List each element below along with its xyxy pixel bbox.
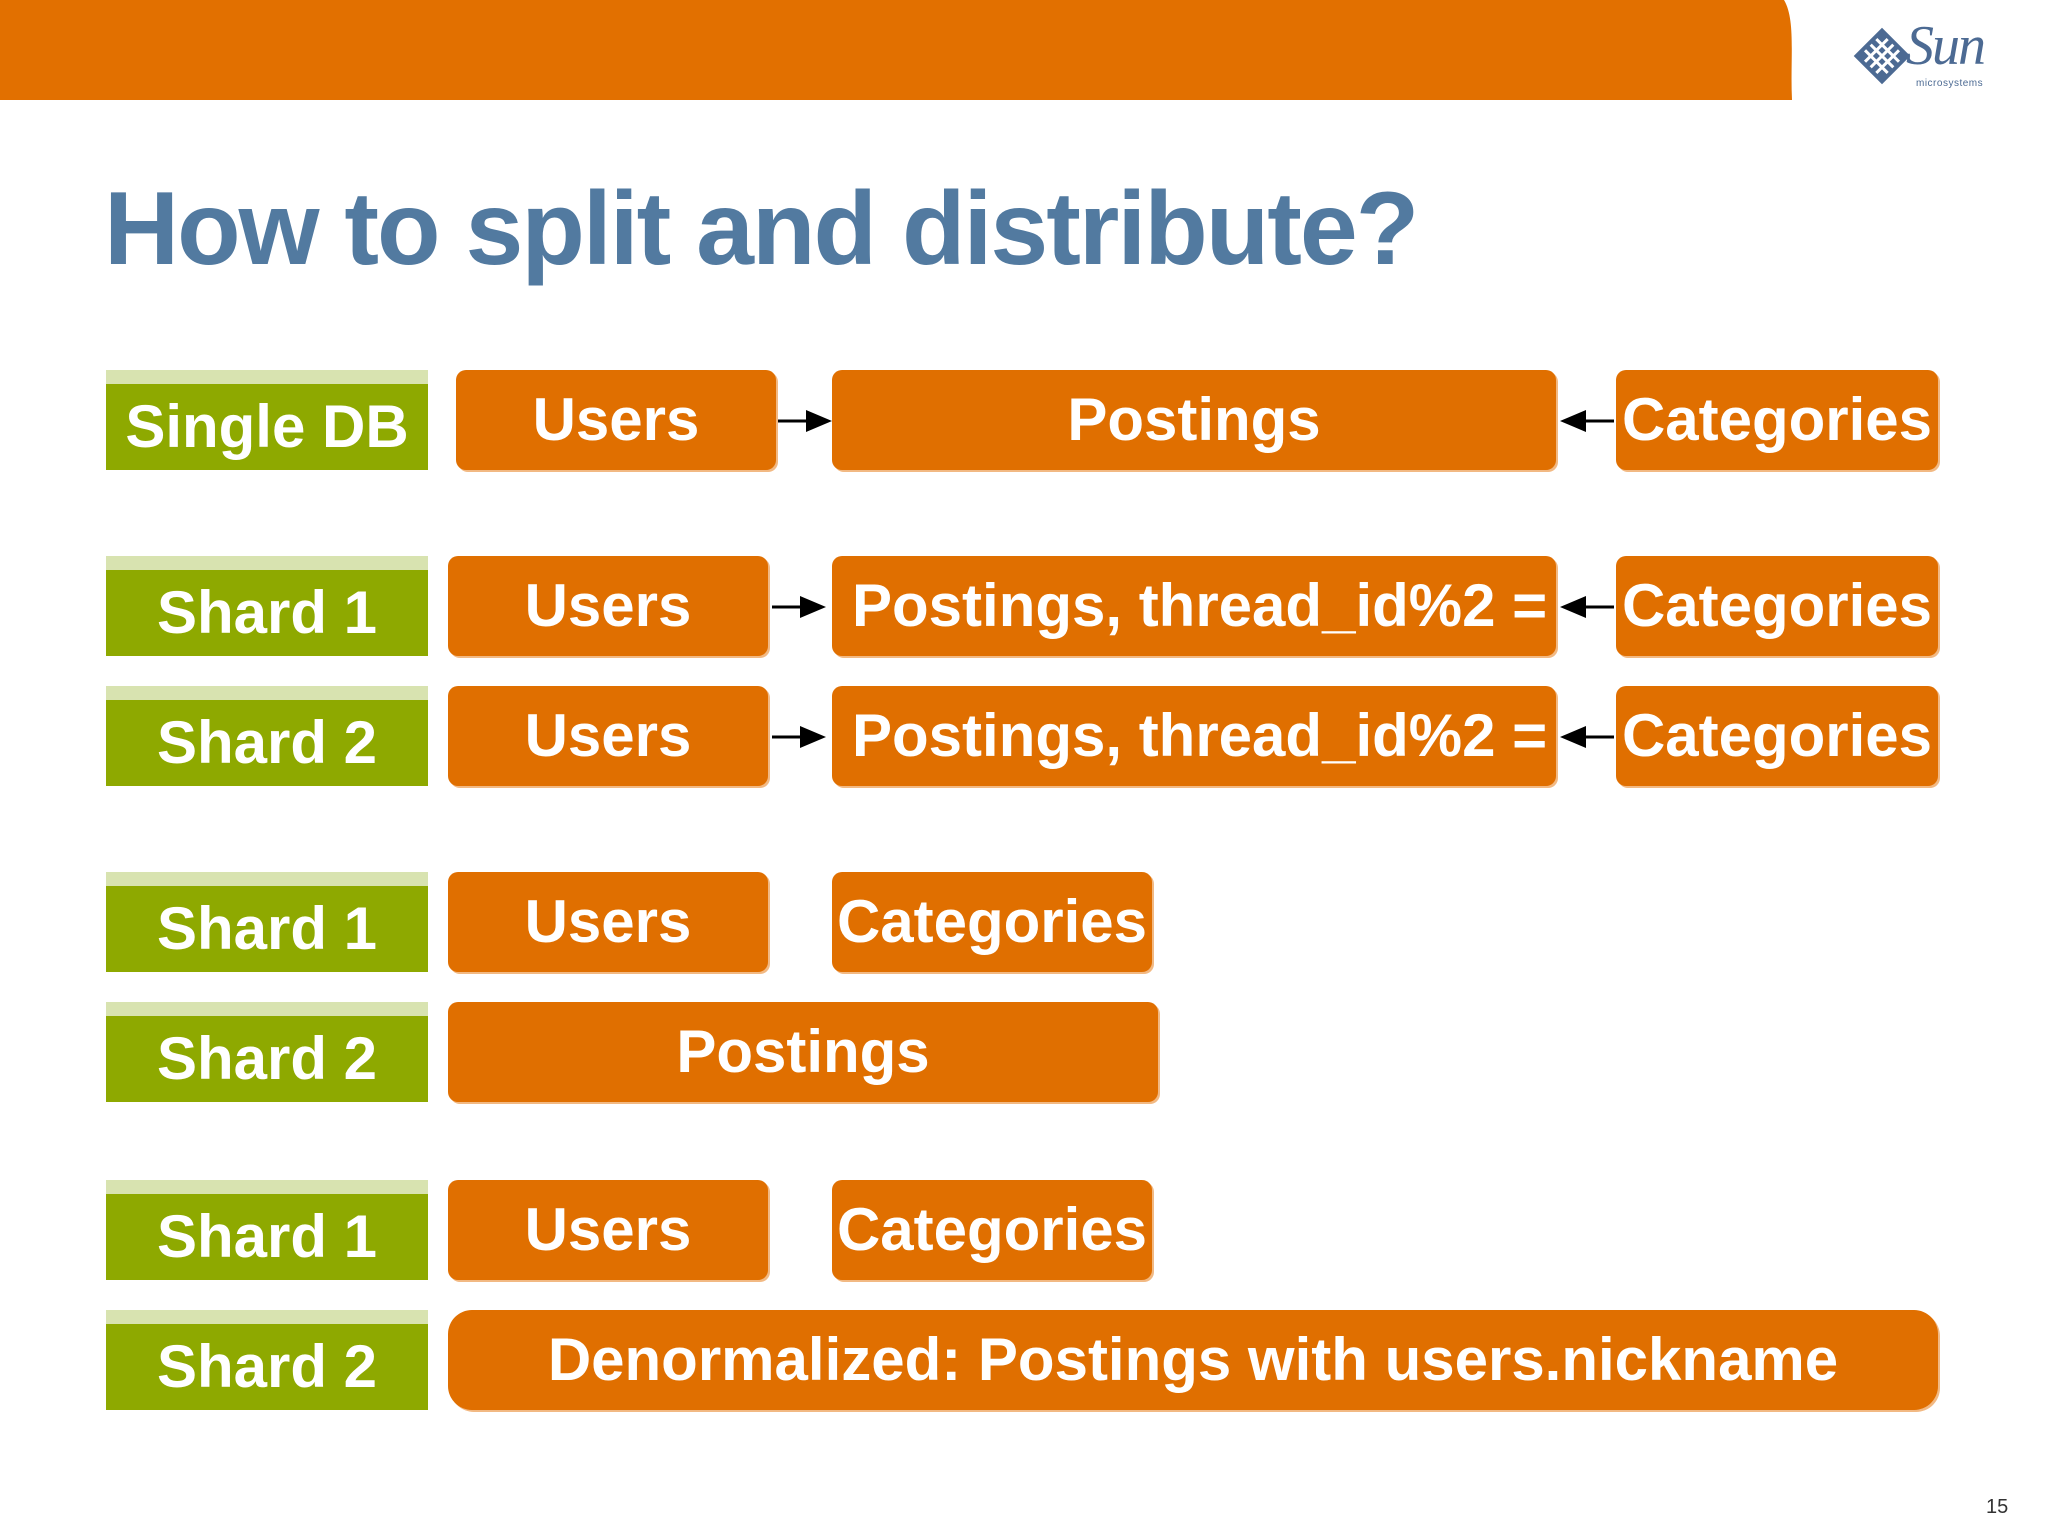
table-users: Users bbox=[448, 556, 768, 656]
table-users: Users bbox=[448, 872, 768, 972]
arrow-users-to-postings bbox=[772, 596, 826, 618]
table-users: Users bbox=[448, 1180, 768, 1280]
row-label-shard-2: Shard 2 bbox=[106, 1310, 428, 1410]
table-categories: Categories bbox=[832, 1180, 1152, 1280]
row-label-shard-2: Shard 2 bbox=[106, 686, 428, 786]
table-categories: Categories bbox=[1616, 370, 1938, 470]
logo-subtext: microsystems bbox=[1916, 78, 1984, 89]
arrow-users-to-postings bbox=[772, 726, 826, 748]
row-label-shard-1: Shard 1 bbox=[106, 1180, 428, 1280]
table-categories: Categories bbox=[1616, 686, 1938, 786]
logo-wordmark: Sun bbox=[1906, 15, 1986, 77]
table-categories: Categories bbox=[1616, 556, 1938, 656]
page-number: 15 bbox=[1986, 1496, 2009, 1518]
top-banner bbox=[0, 0, 1792, 100]
row-label-shard-1: Shard 1 bbox=[106, 556, 428, 656]
table-postings-odd: Postings, thread_id%2 = 1 bbox=[832, 686, 1597, 786]
table-users: Users bbox=[456, 370, 776, 470]
table-denormalized-postings: Denormalized: Postings with users.nickna… bbox=[448, 1310, 1938, 1410]
row-label-shard-2: Shard 2 bbox=[106, 1002, 428, 1102]
table-postings-even: Postings, thread_id%2 = 0 bbox=[832, 556, 1597, 656]
table-users: Users bbox=[448, 686, 768, 786]
row-label-single-db: Single DB bbox=[106, 370, 428, 470]
table-postings: Postings bbox=[448, 1002, 1158, 1102]
table-postings: Postings bbox=[832, 370, 1556, 470]
arrow-categories-to-postings bbox=[1560, 410, 1614, 432]
arrow-categories-to-postings bbox=[1560, 596, 1614, 618]
sun-logo-icon bbox=[1853, 27, 1911, 85]
slide-title: How to split and distribute? bbox=[104, 171, 1419, 287]
table-categories: Categories bbox=[832, 872, 1152, 972]
arrow-users-to-postings bbox=[778, 410, 832, 432]
arrow-categories-to-postings bbox=[1560, 726, 1614, 748]
row-label-shard-1: Shard 1 bbox=[106, 872, 428, 972]
sun-logo: Sun microsystems bbox=[1850, 15, 2010, 98]
